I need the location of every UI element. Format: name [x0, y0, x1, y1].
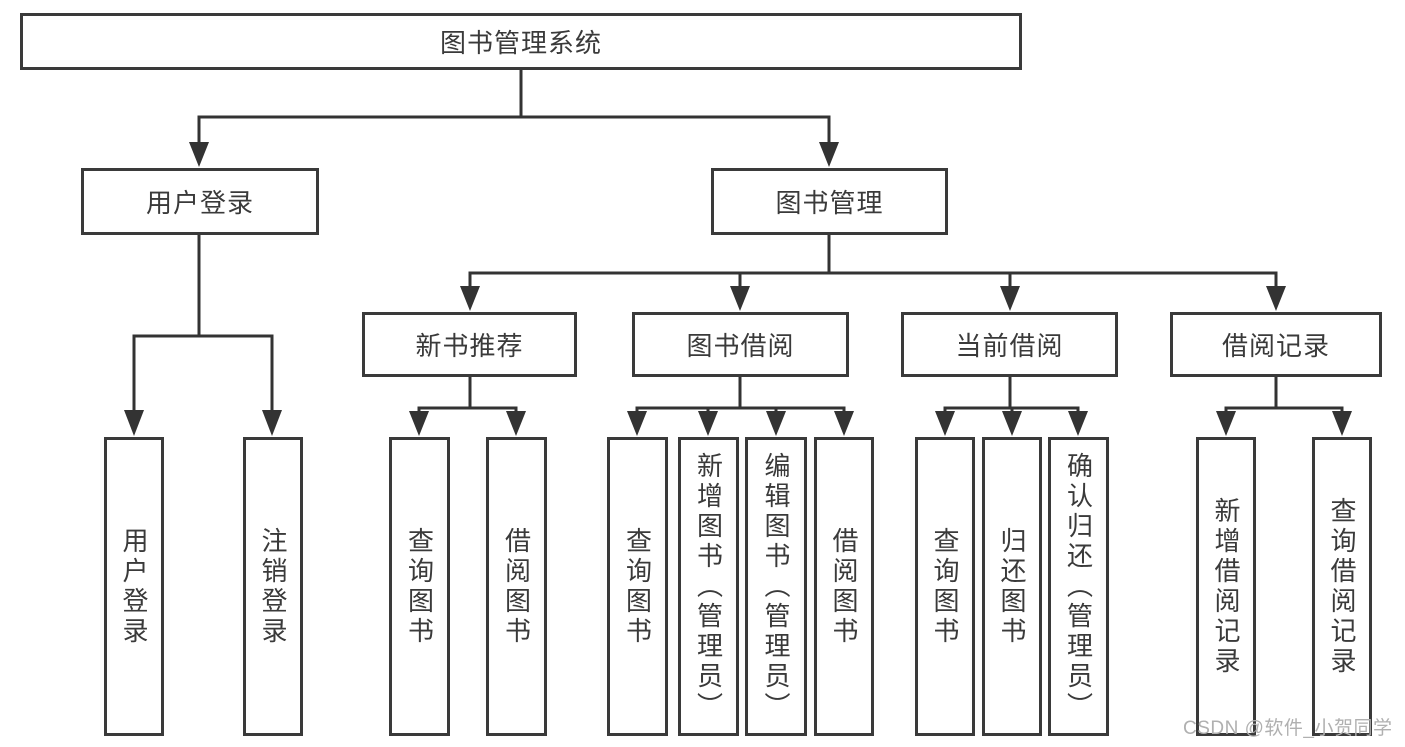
leaf-logout-login: 注销登录	[243, 437, 303, 736]
leaf-query-books-borrowing: 查询图书	[607, 437, 668, 736]
node-root: 图书管理系统	[20, 13, 1022, 70]
node-current-borrowing-label: 当前借阅	[955, 331, 1064, 361]
arrow-down-icon	[627, 411, 647, 436]
leaf-query-books-current-label: 查询图书	[930, 526, 960, 647]
arrow-down-icon	[262, 410, 282, 436]
arrow-down-icon	[698, 411, 718, 436]
node-user-login-branch: 用户登录	[81, 168, 319, 235]
leaf-user-login: 用户登录	[104, 437, 164, 736]
leaf-query-books-recommend-label: 查询图书	[404, 526, 435, 647]
arrow-down-icon	[460, 286, 480, 311]
node-user-login-branch-label: 用户登录	[145, 188, 254, 218]
arrow-down-icon	[1068, 411, 1088, 436]
arrow-down-icon	[409, 411, 429, 436]
leaf-borrow-books-recommend: 借阅图书	[486, 437, 547, 736]
leaf-add-book-admin: 新增图书（管理员）	[678, 437, 739, 736]
arrow-down-icon	[1000, 286, 1020, 311]
arrow-down-icon	[1332, 411, 1352, 436]
leaf-query-borrow-record-label: 查询借阅记录	[1327, 496, 1357, 677]
node-borrow-records-label: 借阅记录	[1221, 331, 1330, 361]
leaf-user-login-label: 用户登录	[119, 526, 149, 647]
leaf-add-book-admin-label: 新增图书（管理员）	[693, 451, 724, 722]
arrow-down-icon	[1002, 411, 1022, 436]
leaf-return-books: 归还图书	[982, 437, 1042, 736]
arrow-down-icon	[834, 411, 854, 436]
node-current-borrowing: 当前借阅	[901, 312, 1118, 377]
arrow-down-icon	[819, 142, 839, 167]
leaf-add-borrow-record: 新增借阅记录	[1196, 437, 1256, 736]
arrow-down-icon	[506, 411, 526, 436]
leaf-return-books-label: 归还图书	[997, 526, 1027, 647]
leaf-borrow-books: 借阅图书	[814, 437, 874, 736]
leaf-query-books-current: 查询图书	[915, 437, 975, 736]
node-borrow-records: 借阅记录	[1170, 312, 1382, 377]
leaf-edit-book-admin-label: 编辑图书（管理员）	[761, 451, 791, 722]
node-new-book-recommend-label: 新书推荐	[415, 331, 524, 361]
arrow-down-icon	[124, 410, 144, 436]
arrow-down-icon	[766, 411, 786, 436]
arrow-down-icon	[935, 411, 955, 436]
leaf-confirm-return-admin-label: 确认归还（管理员）	[1063, 451, 1094, 722]
arrow-down-icon	[189, 142, 209, 167]
node-book-borrowing: 图书借阅	[632, 312, 849, 377]
leaf-confirm-return-admin: 确认归还（管理员）	[1048, 437, 1109, 736]
node-book-management: 图书管理	[711, 168, 948, 235]
node-book-management-label: 图书管理	[775, 188, 884, 218]
leaf-query-borrow-record: 查询借阅记录	[1312, 437, 1372, 736]
leaf-edit-book-admin: 编辑图书（管理员）	[745, 437, 807, 736]
leaf-query-books-borrowing-label: 查询图书	[622, 526, 653, 647]
leaf-logout-login-label: 注销登录	[258, 526, 288, 647]
leaf-borrow-books-recommend-label: 借阅图书	[501, 526, 532, 647]
node-root-label: 图书管理系统	[439, 28, 602, 58]
arrow-down-icon	[730, 286, 750, 311]
leaf-borrow-books-label: 借阅图书	[829, 526, 859, 647]
node-new-book-recommend: 新书推荐	[362, 312, 577, 377]
watermark-text: CSDN @软件_小贺同学	[1183, 718, 1393, 739]
leaf-query-books-recommend: 查询图书	[389, 437, 450, 736]
leaf-add-borrow-record-label: 新增借阅记录	[1211, 496, 1241, 677]
arrow-down-icon	[1266, 286, 1286, 311]
node-book-borrowing-label: 图书借阅	[686, 331, 795, 361]
arrow-down-icon	[1216, 411, 1236, 436]
